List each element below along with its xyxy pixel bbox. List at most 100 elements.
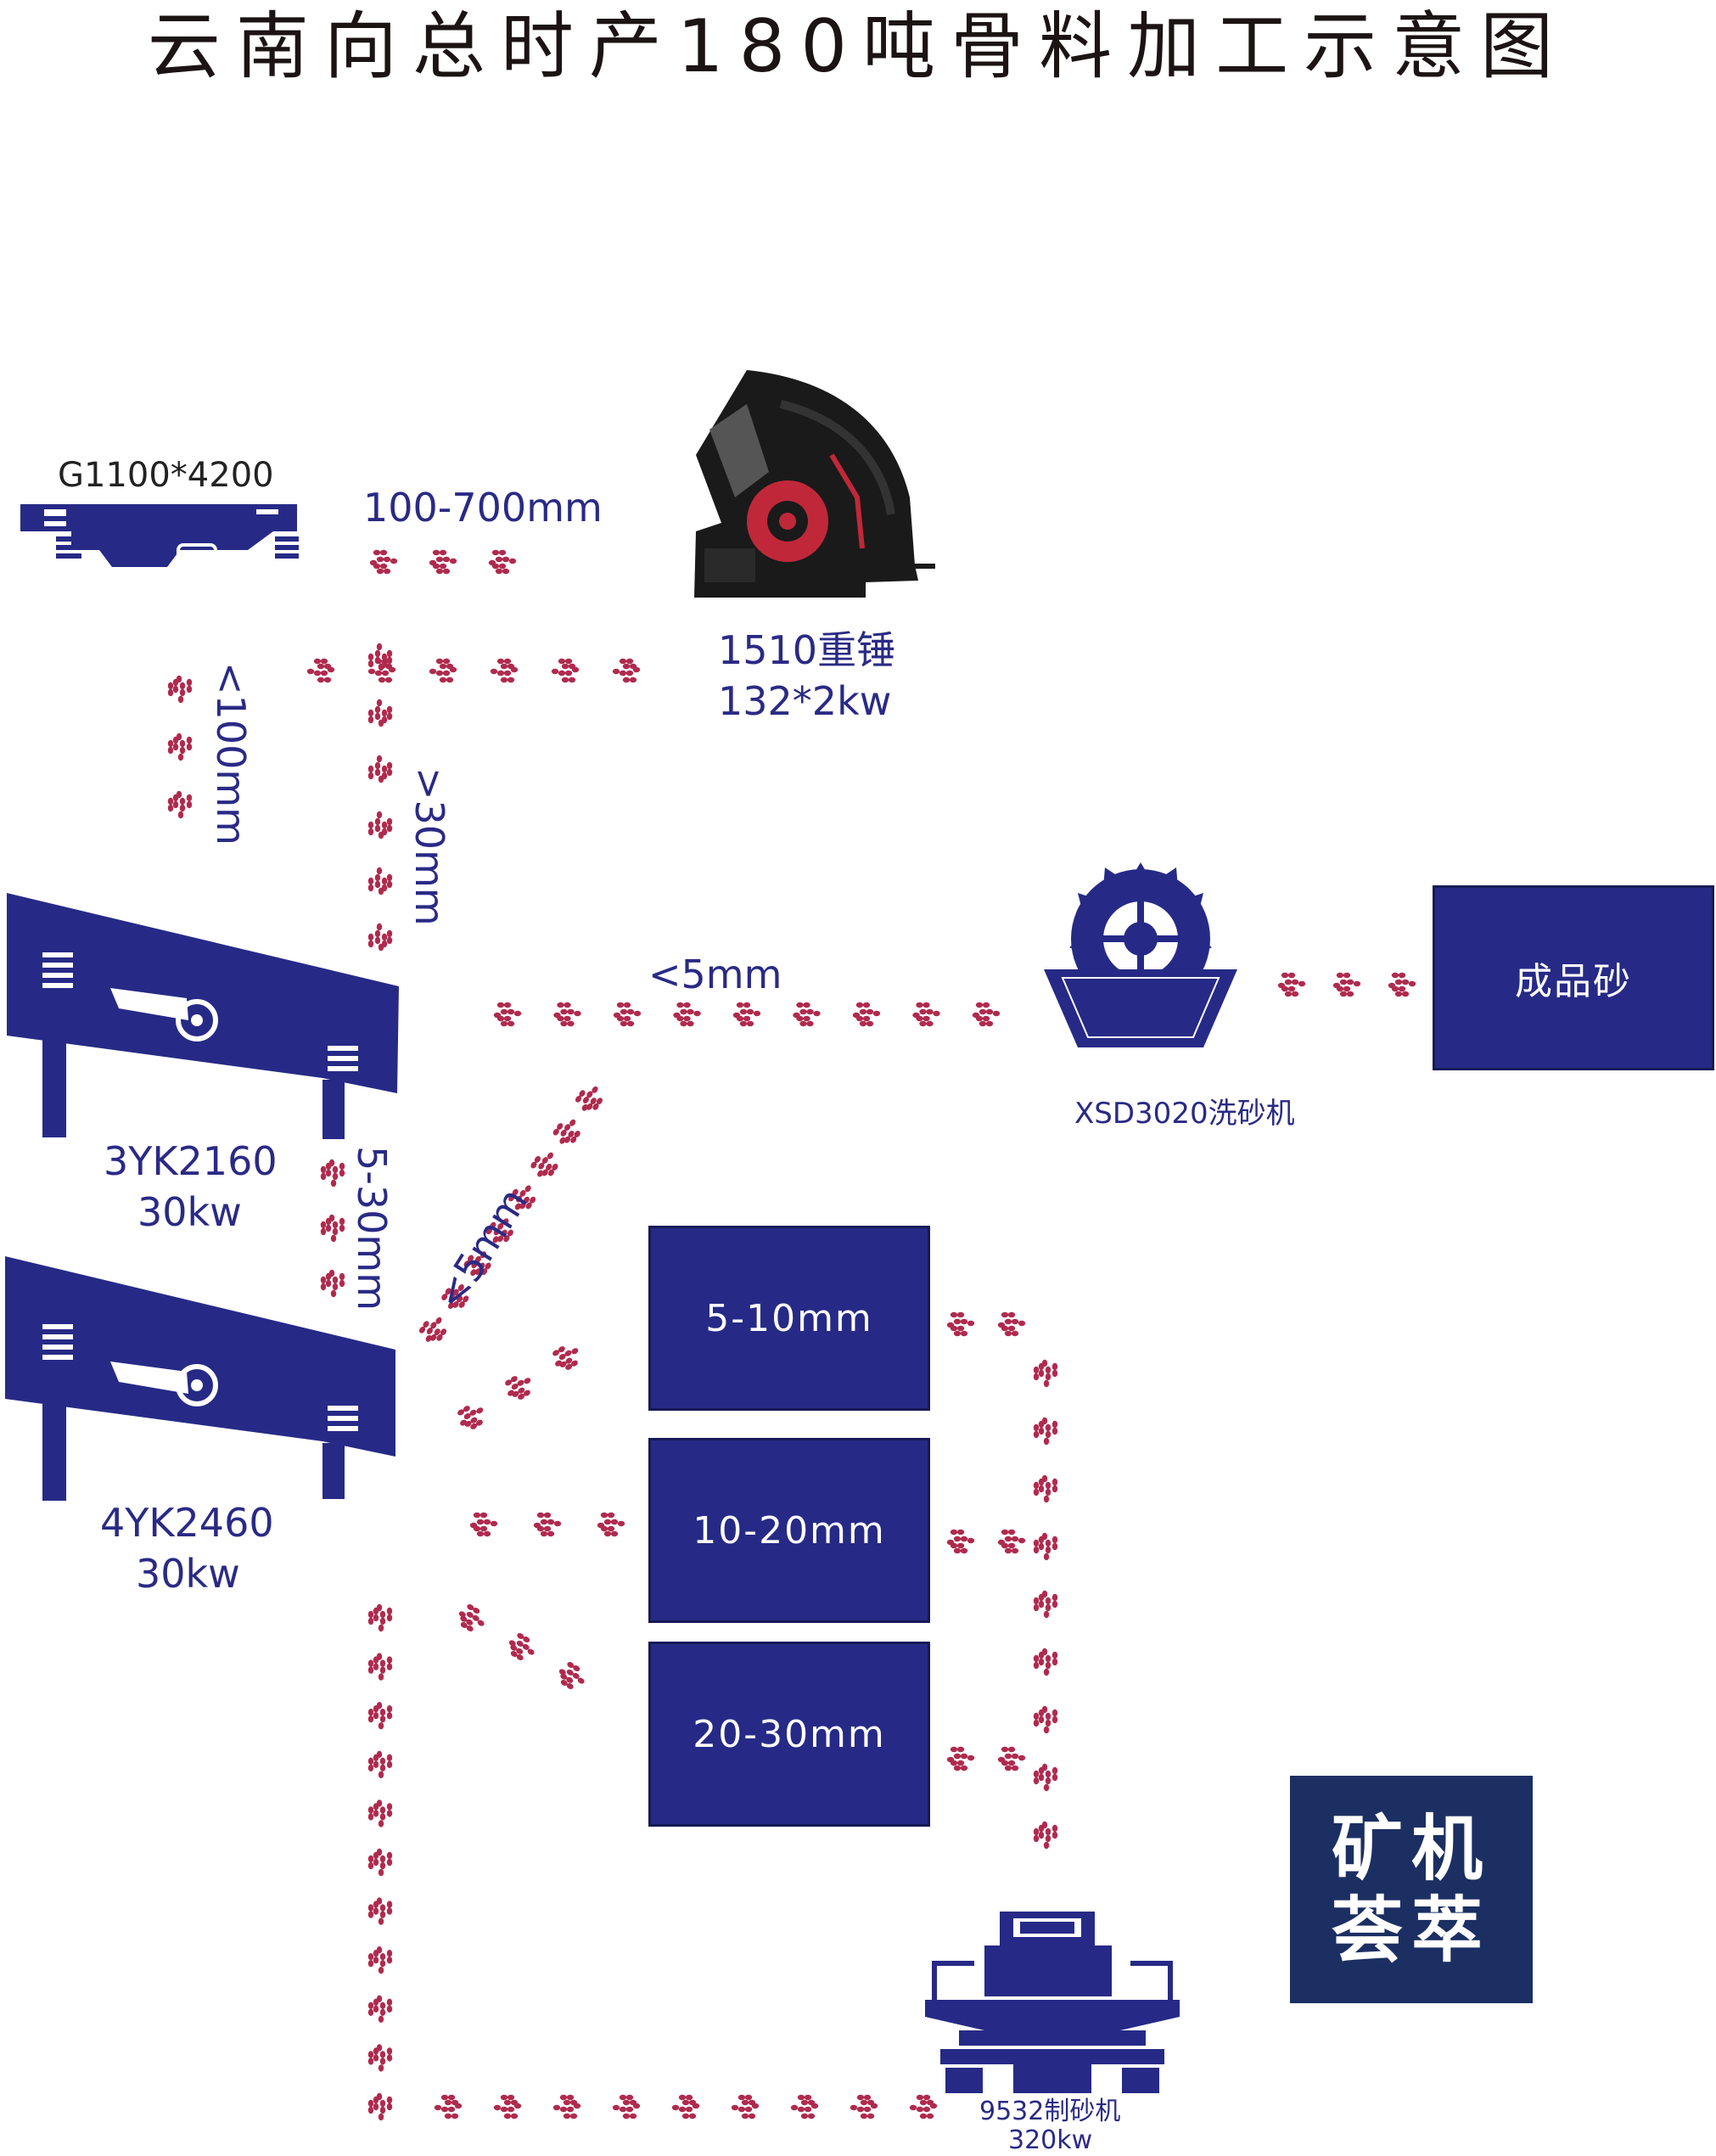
flow-arrow-glyph xyxy=(367,1653,393,1681)
flow-arrow-glyph xyxy=(946,1311,975,1337)
flow-arrow-glyph xyxy=(485,1218,513,1244)
flow-arrow-glyph xyxy=(533,1512,562,1537)
flow-arrow-glyph xyxy=(367,2092,393,2121)
flow-arrow-glyph xyxy=(946,1529,975,1554)
flow-arrow-glyph xyxy=(552,1346,579,1370)
range-5-30-label: 5-30mm xyxy=(349,1146,395,1311)
flow-arrow-glyph xyxy=(167,733,193,761)
sand-washer-label: XSD3020洗砂机 xyxy=(1074,1097,1295,1131)
flow-arrow-glyph xyxy=(1033,1763,1058,1792)
flow-arrow-glyph xyxy=(1277,972,1306,997)
flow-arrow-glyph xyxy=(418,1317,447,1342)
lt5-top-label: <5mm xyxy=(648,952,782,997)
flow-arrow-glyph xyxy=(997,1311,1026,1337)
flow-arrow-glyph xyxy=(1332,972,1361,997)
product-5-10-box: 5-10mm xyxy=(648,1226,930,1411)
finished-sand-box: 成品砂 xyxy=(1433,885,1714,1070)
flow-arrow-glyph xyxy=(320,1269,345,1298)
flow-arrow-glyph xyxy=(852,1002,881,1027)
flow-arrow-glyph xyxy=(552,1119,580,1144)
flow-arrow-glyph xyxy=(367,1701,393,1730)
flow-arrow-glyph xyxy=(441,1284,469,1309)
flow-arrow-glyph xyxy=(1033,1821,1058,1850)
flow-arrow-glyph xyxy=(367,1848,393,1877)
flow-arrow-glyph xyxy=(612,2094,641,2120)
sand-maker-model: 9532制砂机 xyxy=(979,2097,1121,2126)
flow-arrow-glyph xyxy=(1033,1648,1058,1676)
flow-arrow-glyph xyxy=(367,1995,393,2024)
flow-arrow-glyph xyxy=(997,1529,1026,1554)
flow-arrow-glyph xyxy=(167,675,193,704)
flow-arrow-glyph xyxy=(790,2094,819,2120)
logo-line-1: 矿机 xyxy=(1331,1806,1491,1890)
flow-arrow-glyph xyxy=(434,2094,463,2120)
flow-arrow-glyph xyxy=(369,549,398,575)
flow-arrow-glyph xyxy=(429,658,457,683)
screen-1-power: 30kw xyxy=(137,1189,242,1235)
flow-arrow-glyph xyxy=(488,549,517,575)
flow-arrow-glyph xyxy=(793,1002,821,1027)
brand-logo: 矿机 荟萃 xyxy=(1290,1776,1533,2003)
flow-arrow-glyph xyxy=(457,1406,484,1429)
flow-arrow-glyph xyxy=(167,790,193,819)
flow-arrow-glyph xyxy=(493,1002,522,1027)
sand-washer-icon xyxy=(1044,862,1237,1047)
flow-arrow-glyph xyxy=(1033,1590,1058,1619)
flow-arrow-glyph xyxy=(508,1185,536,1210)
flow-arrow-glyph xyxy=(367,1603,393,1632)
gt30-label: >30mm xyxy=(407,767,452,926)
flow-arrow-glyph xyxy=(912,1002,940,1027)
sand-making-machine-icon xyxy=(925,1912,1180,2093)
flow-arrow-glyph xyxy=(575,1086,603,1111)
screen-2-power: 30kw xyxy=(136,1551,240,1597)
flow-arrow-glyph xyxy=(429,549,457,575)
flow-arrow-glyph xyxy=(972,1002,1001,1027)
hammer-crusher-icon xyxy=(694,370,935,598)
vibrating-feeder-icon xyxy=(20,504,299,567)
flow-arrow-glyph xyxy=(558,1661,585,1690)
hammer-crusher-model: 1510重锤 xyxy=(718,627,896,673)
flow-arrow-glyph xyxy=(367,699,393,727)
sand-maker-power: 320kw xyxy=(1008,2125,1093,2155)
screen-2-model: 4YK2460 xyxy=(100,1500,274,1546)
screen-1-model: 3YK2160 xyxy=(104,1138,278,1184)
flow-arrow-glyph xyxy=(490,658,519,683)
flow-arrow-glyph xyxy=(850,2094,878,2120)
flow-arrow-glyph xyxy=(367,1945,393,1974)
logo-line-2: 荟萃 xyxy=(1331,1888,1491,1972)
feeder-label: G1100*4200 xyxy=(58,456,274,495)
flow-arrow-glyph xyxy=(530,1152,558,1177)
flow-arrow-glyph xyxy=(1033,1705,1058,1734)
flow-arrow-glyph xyxy=(597,1512,625,1537)
flow-arrow-glyph xyxy=(1388,972,1416,997)
flow-arrow-glyph xyxy=(673,1002,701,1027)
product-10-20-box: 10-20mm xyxy=(648,1438,930,1623)
vibrating-screen-1-icon xyxy=(7,893,399,1139)
flow-arrow-glyph xyxy=(463,1251,491,1277)
flow-arrow-glyph xyxy=(320,1214,345,1243)
flow-arrow-glyph xyxy=(552,2094,581,2120)
flow-arrow-glyph xyxy=(1033,1532,1058,1561)
feed-size-label: 100-700mm xyxy=(363,485,603,531)
flow-arrow-glyph xyxy=(320,1159,345,1187)
flow-arrow-glyph xyxy=(508,1632,535,1661)
flow-arrow-glyph xyxy=(469,1512,498,1537)
flow-arrow-glyph xyxy=(553,1002,581,1027)
flow-arrow-glyph xyxy=(612,658,641,683)
flow-arrow-glyph xyxy=(367,643,393,671)
flow-arrow-glyph xyxy=(997,1746,1026,1771)
flow-arrow-glyph xyxy=(1033,1417,1058,1446)
flow-arrow-glyph xyxy=(306,658,335,683)
flow-arrow-glyph xyxy=(1033,1359,1058,1388)
flow-arrow-glyph xyxy=(671,2094,700,2120)
flow-arrow-glyph xyxy=(367,867,393,896)
flow-arrow-glyph xyxy=(367,1799,393,1828)
flow-arrow-glyph xyxy=(946,1746,975,1771)
flow-arrow-glyph xyxy=(613,1002,642,1027)
hammer-crusher-power: 132*2kw xyxy=(718,678,892,724)
flow-arrow-glyph xyxy=(367,2044,393,2072)
flow-arrow-glyph xyxy=(909,2094,938,2120)
flow-arrow-glyph xyxy=(367,811,393,839)
product-20-30-box: 20-30mm xyxy=(648,1642,930,1827)
